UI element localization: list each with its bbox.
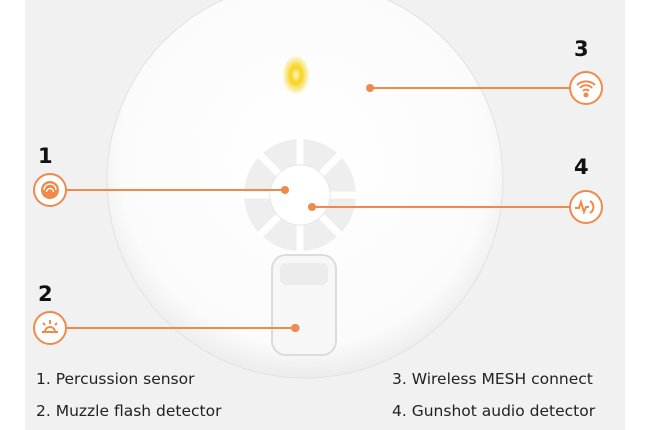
acoustic-sensor-vent [242, 137, 358, 253]
legend-item-3: 3. Wireless MESH connect [392, 370, 593, 388]
flash-sensor-slot [271, 254, 337, 356]
legend-item-4: 4. Gunshot audio detector [392, 402, 596, 420]
flash-icon [33, 311, 67, 345]
status-light [282, 55, 310, 95]
callout-number-4: 4 [574, 155, 589, 179]
percussion-waves-icon [33, 173, 67, 207]
callout-number-2: 2 [38, 282, 53, 306]
audio-pulse-icon [569, 190, 603, 224]
legend-item-2: 2. Muzzle flash detector [36, 402, 222, 420]
callout-number-1: 1 [38, 144, 53, 168]
legend-item-1: 1. Percussion sensor [36, 370, 195, 388]
callout-number-3: 3 [574, 37, 589, 61]
wifi-icon [569, 71, 603, 105]
